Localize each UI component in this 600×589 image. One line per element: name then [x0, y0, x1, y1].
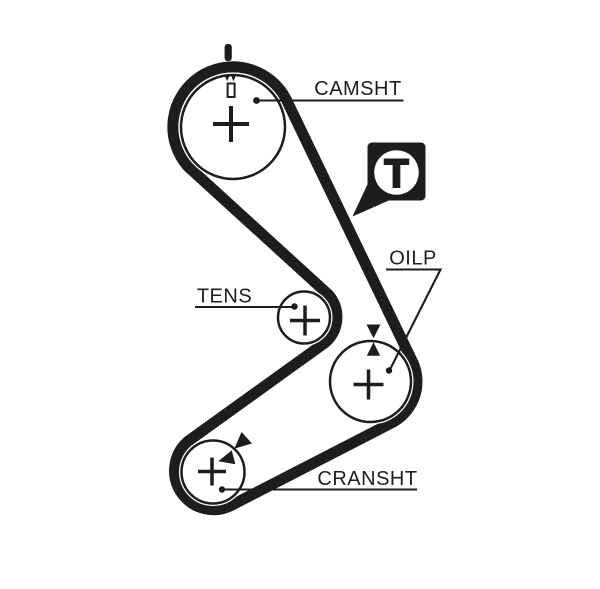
- crankshaft-callout: CRANSHT: [218, 468, 417, 493]
- oil-pump-leader-dot: [385, 367, 393, 374]
- oil-pump-callout: OILP: [385, 248, 443, 374]
- tensioner-leader-dot: [291, 303, 298, 310]
- tensioner-callout: TENS: [195, 286, 298, 310]
- tensioner-label: TENS: [197, 286, 252, 308]
- oil-pump-pulley: [327, 324, 414, 425]
- camshaft-notch-icon: [226, 82, 236, 98]
- camshaft-timing-bar-icon: [224, 44, 232, 61]
- tension-check-badge: T: [352, 142, 426, 217]
- crankshaft-arrow-outer-icon: [234, 432, 252, 449]
- oil-pump-label: OILP: [389, 248, 437, 270]
- tensioner-pulley: [275, 289, 333, 346]
- oil-pump-pulley-rim: [328, 339, 413, 424]
- tensioner-pulley-rim: [276, 290, 332, 345]
- oil-pump-arrow-down-icon: [366, 324, 381, 339]
- crankshaft-pulley-rim: [180, 439, 246, 505]
- camshaft-callout: CAMSHT: [253, 78, 404, 104]
- camshaft-arrow-left-icon: [224, 75, 230, 82]
- crankshaft-label: CRANSHT: [317, 468, 417, 490]
- camshaft-arrow-right-icon: [230, 75, 237, 82]
- badge-disc: [374, 150, 419, 195]
- badge-letter-t: T: [384, 152, 408, 196]
- crankshaft-leader-dot: [218, 486, 226, 493]
- camshaft-pulley: [178, 72, 288, 182]
- timing-belt: [167, 61, 423, 516]
- crankshaft-arrow-inner-icon: [218, 450, 236, 465]
- camshaft-timing-marks: [224, 44, 237, 98]
- oil-pump-arrow-up-icon: [366, 342, 381, 356]
- camshaft-label: CAMSHT: [314, 78, 401, 100]
- crankshaft-pulley: [179, 432, 252, 506]
- oil-pump-leader-line: [386, 268, 443, 371]
- camshaft-leader-dot: [253, 97, 260, 104]
